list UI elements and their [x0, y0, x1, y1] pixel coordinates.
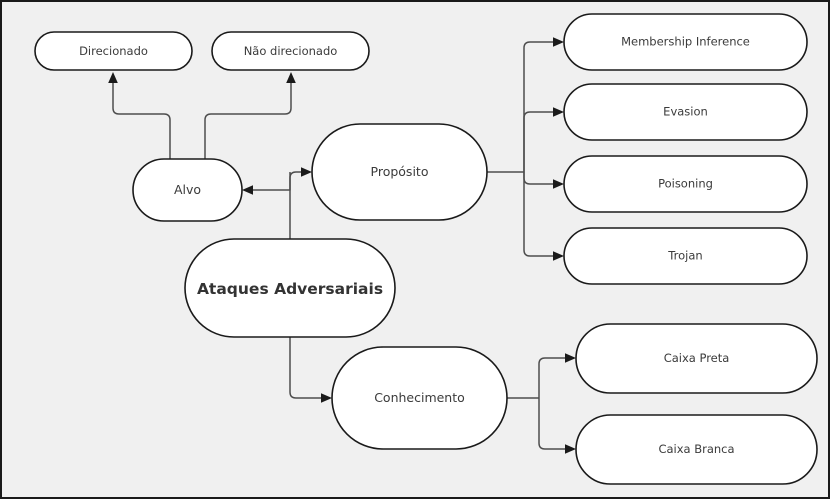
node-trojan[interactable]: Trojan	[563, 227, 808, 285]
edge-root-to-proposito	[289, 171, 302, 239]
node-alvo-shape[interactable]	[132, 158, 243, 222]
edge-conhecimento-to-caixa-preta	[538, 357, 566, 398]
node-proposito[interactable]: Propósito	[311, 123, 488, 221]
arrow-root-to-conhecimento	[321, 393, 332, 403]
node-proposito-shape[interactable]	[311, 123, 488, 221]
node-poisoning-shape[interactable]	[563, 155, 808, 213]
arrow-proposito-to-alvo	[242, 185, 253, 195]
arrow-alvo-to-nao-direcionado	[286, 72, 296, 83]
node-layer: Direcionado Não direcionado Membership I…	[34, 13, 818, 485]
node-nao-direcionado[interactable]: Não direcionado	[211, 31, 370, 71]
edge-proposito-to-alvo	[252, 172, 291, 191]
node-direcionado[interactable]: Direcionado	[34, 31, 193, 71]
edge-proposito-to-evasion	[523, 111, 554, 172]
node-membership-inference-shape[interactable]	[563, 13, 808, 71]
arrow-root-to-proposito	[301, 167, 312, 177]
node-membership-inference[interactable]: Membership Inference	[563, 13, 808, 71]
arrow-proposito-to-evasion	[553, 107, 564, 117]
node-caixa-preta-shape[interactable]	[575, 323, 818, 394]
arrow-alvo-to-direcionado	[108, 72, 118, 83]
node-nao-direcionado-shape[interactable]	[211, 31, 370, 71]
node-ataques-adversariais-shape[interactable]	[184, 238, 396, 338]
node-poisoning[interactable]: Poisoning	[563, 155, 808, 213]
arrow-proposito-to-poisoning	[553, 179, 564, 189]
arrow-conhecimento-to-caixa-branca	[565, 444, 576, 454]
arrow-conhecimento-to-caixa-preta	[565, 353, 576, 363]
node-caixa-branca[interactable]: Caixa Branca	[575, 414, 818, 485]
node-evasion-shape[interactable]	[563, 83, 808, 141]
edge-proposito-to-poisoning	[523, 172, 554, 185]
node-ataques-adversariais[interactable]: Ataques Adversariais	[184, 238, 396, 338]
edge-alvo-to-direcionado	[112, 83, 171, 159]
edge-root-to-conhecimento	[289, 337, 322, 399]
edge-alvo-to-nao-direcionado	[204, 83, 292, 159]
node-conhecimento-shape[interactable]	[331, 346, 508, 450]
node-caixa-preta[interactable]: Caixa Preta	[575, 323, 818, 394]
arrow-proposito-to-membership-inference	[553, 37, 564, 47]
edge-proposito-to-membership-inference	[523, 41, 554, 172]
node-conhecimento[interactable]: Conhecimento	[331, 346, 508, 450]
node-caixa-branca-shape[interactable]	[575, 414, 818, 485]
node-evasion[interactable]: Evasion	[563, 83, 808, 141]
edge-proposito-to-trojan	[523, 172, 554, 257]
node-trojan-shape[interactable]	[563, 227, 808, 285]
node-direcionado-shape[interactable]	[34, 31, 193, 71]
node-alvo[interactable]: Alvo	[132, 158, 243, 222]
edge-conhecimento-to-caixa-branca	[538, 398, 566, 450]
edge-layer	[108, 37, 576, 454]
arrow-proposito-to-trojan	[553, 251, 564, 261]
